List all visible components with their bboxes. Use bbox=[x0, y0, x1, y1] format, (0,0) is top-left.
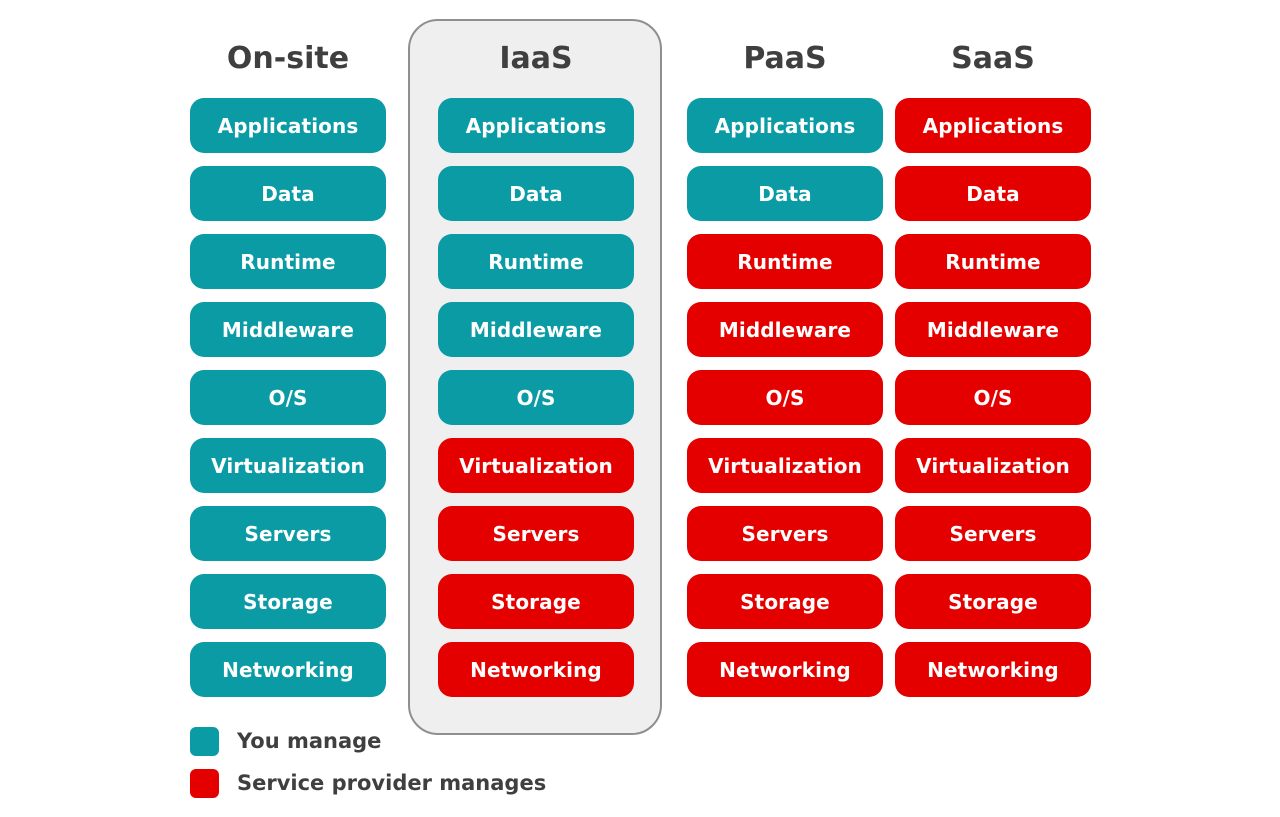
legend-item-you-manage: You manage bbox=[190, 726, 546, 756]
layer-tile-servers: Servers bbox=[190, 506, 386, 561]
layer-tile-applications: Applications bbox=[895, 98, 1091, 153]
layer-tile-data: Data bbox=[687, 166, 883, 221]
layer-tile-runtime: Runtime bbox=[190, 234, 386, 289]
column-title: IaaS bbox=[499, 41, 573, 76]
layer-tile-middleware: Middleware bbox=[438, 302, 634, 357]
layer-tile-networking: Networking bbox=[190, 642, 386, 697]
column-title: On-site bbox=[226, 41, 350, 76]
layer-tile-storage: Storage bbox=[895, 574, 1091, 629]
layer-tile-o-s: O/S bbox=[438, 370, 634, 425]
layer-tile-data: Data bbox=[895, 166, 1091, 221]
layer-tile-servers: Servers bbox=[687, 506, 883, 561]
layer-tile-middleware: Middleware bbox=[190, 302, 386, 357]
layer-tile-networking: Networking bbox=[687, 642, 883, 697]
layer-tile-virtualization: Virtualization bbox=[687, 438, 883, 493]
layer-tile-storage: Storage bbox=[190, 574, 386, 629]
layer-tile-networking: Networking bbox=[895, 642, 1091, 697]
layer-tile-o-s: O/S bbox=[190, 370, 386, 425]
column-title: PaaS bbox=[743, 41, 827, 76]
layer-tile-virtualization: Virtualization bbox=[190, 438, 386, 493]
layer-tile-runtime: Runtime bbox=[438, 234, 634, 289]
layer-tile-o-s: O/S bbox=[687, 370, 883, 425]
legend-swatch-provider bbox=[190, 768, 219, 798]
column-title: SaaS bbox=[951, 41, 1035, 76]
layer-tile-middleware: Middleware bbox=[895, 302, 1091, 357]
layer-tile-storage: Storage bbox=[687, 574, 883, 629]
layer-tile-servers: Servers bbox=[438, 506, 634, 561]
layer-tile-data: Data bbox=[438, 166, 634, 221]
layer-tile-networking: Networking bbox=[438, 642, 634, 697]
legend-label: Service provider manages bbox=[237, 771, 547, 795]
layer-tile-o-s: O/S bbox=[895, 370, 1091, 425]
legend-swatch-you bbox=[190, 726, 219, 756]
layer-tile-applications: Applications bbox=[438, 98, 634, 153]
legend-label: You manage bbox=[237, 729, 382, 753]
layer-tile-applications: Applications bbox=[190, 98, 386, 153]
legend: You manage Service provider manages bbox=[190, 726, 546, 810]
layer-tile-runtime: Runtime bbox=[687, 234, 883, 289]
layer-tile-middleware: Middleware bbox=[687, 302, 883, 357]
layer-tile-servers: Servers bbox=[895, 506, 1091, 561]
layer-tile-data: Data bbox=[190, 166, 386, 221]
layer-tile-virtualization: Virtualization bbox=[895, 438, 1091, 493]
layer-tile-virtualization: Virtualization bbox=[438, 438, 634, 493]
legend-item-provider-manages: Service provider manages bbox=[190, 768, 546, 798]
layer-tile-runtime: Runtime bbox=[895, 234, 1091, 289]
layer-tile-storage: Storage bbox=[438, 574, 634, 629]
layer-tile-applications: Applications bbox=[687, 98, 883, 153]
